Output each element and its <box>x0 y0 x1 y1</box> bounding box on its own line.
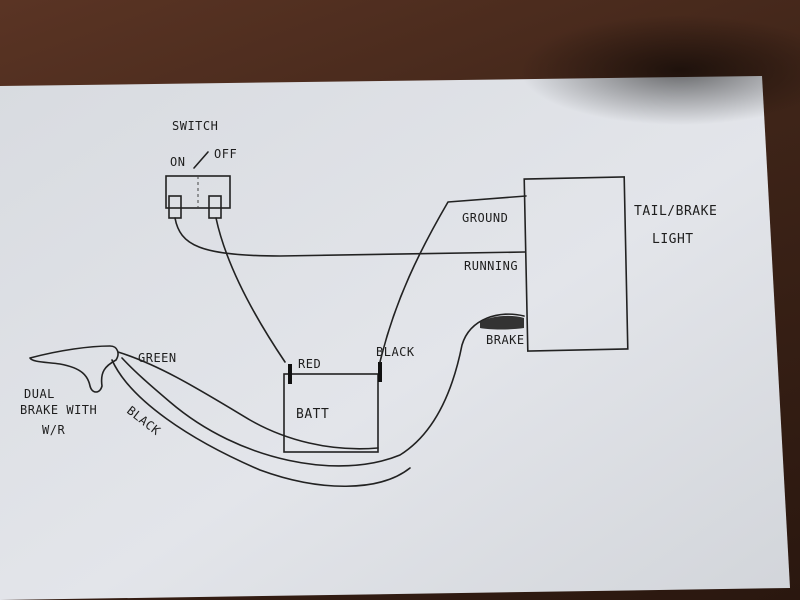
switch-title: SWITCH <box>172 119 218 133</box>
source-line1: DUAL <box>24 387 55 401</box>
paper-shadow <box>520 15 800 125</box>
switch-on-label: ON <box>170 155 185 169</box>
switch-terminal-right <box>208 195 222 219</box>
battery-label: BATT <box>296 407 329 422</box>
light-box <box>523 176 629 352</box>
brake-connector <box>480 315 524 330</box>
wire-black-source-loop <box>111 359 411 488</box>
brake-label: BRAKE <box>486 333 525 347</box>
paper-sheet <box>0 76 790 600</box>
switch-divider-slash <box>193 151 209 169</box>
source-line2: BRAKE WITH <box>20 403 97 417</box>
light-title-line1: TAIL/BRAKE <box>634 204 717 219</box>
switch: SWITCH ON OFF <box>165 119 237 219</box>
tail-brake-light: TAIL/BRAKE LIGHT <box>523 176 717 352</box>
wire-green-to-battery <box>117 351 379 450</box>
wire-switch-to-battery-red <box>215 217 286 363</box>
wire-brake-to-source <box>121 313 525 467</box>
battery: BATT RED BLACK <box>283 345 415 453</box>
source-green-label: GREEN <box>138 351 177 365</box>
battery-red-label: RED <box>298 357 321 371</box>
wire-battery-black-to-ground <box>379 195 527 363</box>
light-title-line2: LIGHT <box>652 232 694 247</box>
running-label: RUNNING <box>464 259 518 273</box>
battery-box <box>283 373 379 453</box>
source-line3: W/R <box>42 423 65 437</box>
wires <box>111 195 527 488</box>
wire-switch-to-running <box>174 217 526 257</box>
ground-label: GROUND <box>462 211 508 225</box>
battery-black-label: BLACK <box>376 345 415 359</box>
source-plug-outline <box>29 345 119 393</box>
switch-off-label: OFF <box>214 147 237 161</box>
